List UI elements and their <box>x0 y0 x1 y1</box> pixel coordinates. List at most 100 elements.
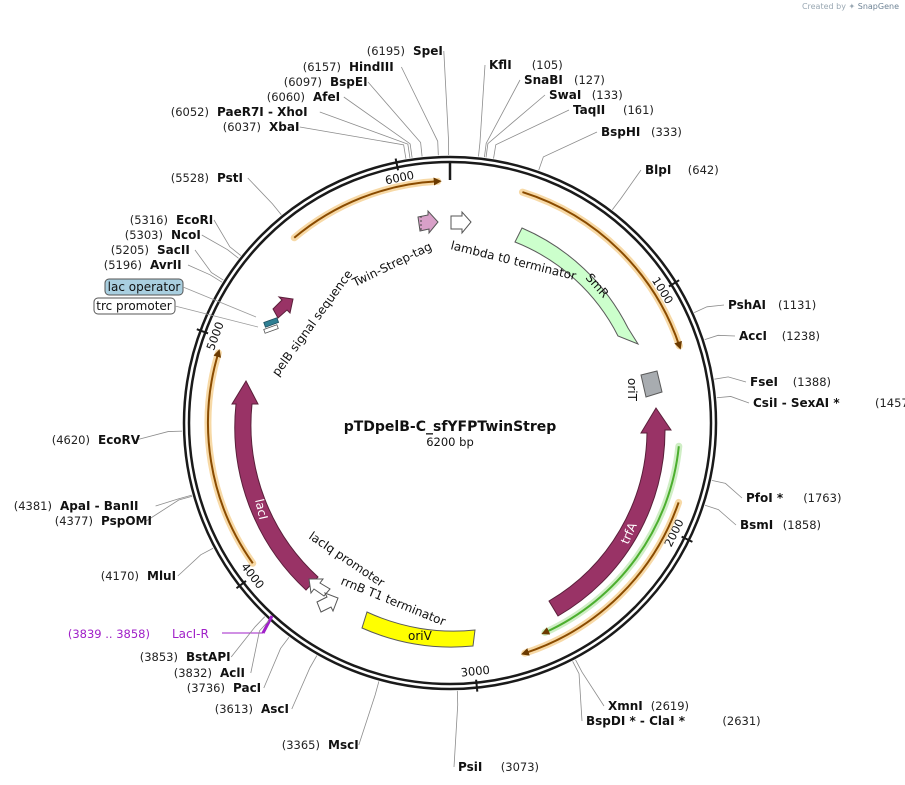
site-position: (5316) <box>130 213 168 227</box>
site-name: MluI <box>147 569 176 583</box>
site-position: (3365) <box>282 738 320 752</box>
feature-oriv <box>361 611 476 648</box>
site-name: BspHI <box>601 125 640 139</box>
plasmid-backbone <box>182 155 718 691</box>
site-name: AccI <box>739 329 767 343</box>
site-leader-line <box>716 396 750 404</box>
site-leader-line <box>538 131 598 171</box>
site-leader-line <box>493 109 570 159</box>
site-leader-line <box>704 334 736 341</box>
site-name: PspOMI <box>101 514 152 528</box>
feature-label-rrnb-t1-terminator: rrnB T1 terminator <box>339 574 448 629</box>
tick-mark <box>394 158 400 171</box>
feature-laci <box>231 379 319 591</box>
site-name: BlpI <box>645 163 671 177</box>
tick-mark <box>196 328 209 335</box>
tick-mark <box>668 279 680 288</box>
orf-arc-top-left-glow <box>290 177 442 242</box>
site-position: (3832) <box>174 666 212 680</box>
primer-mark <box>261 615 274 634</box>
site-name: PsiI <box>458 760 482 774</box>
orf-arc-bottom-right <box>520 502 680 656</box>
site-name: TaqII <box>573 103 605 117</box>
site-name: PshAI <box>728 298 766 312</box>
site-leader-line <box>484 79 521 158</box>
site-leader-line <box>694 304 725 313</box>
site-position: (5196) <box>104 258 142 272</box>
map-center-label: pTDpelB-C_sfYFPTwinStrep 6200 bp <box>344 419 557 449</box>
site-leader-line <box>187 264 223 283</box>
site-name: CsiI - SexAI * <box>753 396 840 410</box>
orf-arcs <box>204 177 683 657</box>
site-position: (6052) <box>171 105 209 119</box>
feature-lambda-t0-terminator <box>450 210 472 235</box>
site-leader-line <box>612 169 642 210</box>
site-leader-line <box>135 430 183 441</box>
site-name: MscI <box>328 738 359 752</box>
trc-promoter-marker <box>263 324 279 334</box>
site-position: (2619) <box>651 699 689 713</box>
site-position: (1238) <box>782 329 820 343</box>
site-leader-line <box>367 81 423 157</box>
site-position: (3073) <box>501 760 539 774</box>
feature-orit <box>640 370 663 398</box>
site-position: (1131) <box>778 298 816 312</box>
site-position: (6060) <box>267 90 305 104</box>
site-leader-line <box>319 111 411 159</box>
site-position: (333) <box>651 125 682 139</box>
site-position: (1457) <box>875 396 905 410</box>
site-leader-line <box>401 66 439 156</box>
site-name: XbaI <box>269 120 299 134</box>
feature-pelb-signal-sequence <box>272 296 294 319</box>
site-position: (4620) <box>52 433 90 447</box>
feature-smr <box>514 227 640 346</box>
site-leader-line <box>572 661 583 722</box>
site-name: PstI <box>217 171 243 185</box>
site-position: (105) <box>532 58 563 72</box>
feature-label-orit: oriT <box>625 378 639 402</box>
backbone-outer-circle <box>182 155 718 691</box>
site-leader-line <box>247 177 282 216</box>
credit-prefix: Created by <box>801 2 846 11</box>
lac-operator-leader <box>182 286 257 318</box>
site-name: PfoI * <box>746 491 784 505</box>
site-position: (1388) <box>793 375 831 389</box>
site-position: (133) <box>592 88 623 102</box>
site-name: PaeR7I - XhoI <box>217 105 308 119</box>
site-leader-line <box>575 659 605 707</box>
site-position: (6157) <box>303 60 341 74</box>
site-leader-line <box>485 94 546 158</box>
site-name: SnaBI <box>524 73 563 87</box>
site-name: FseI <box>750 375 778 389</box>
feature-twin-strep-tag <box>417 209 439 235</box>
site-position: (1763) <box>803 491 841 505</box>
feature-trfa <box>548 407 672 617</box>
site-position: (1858) <box>783 518 821 532</box>
tick-mark <box>681 535 693 543</box>
feature-label-oriv: oriV <box>408 629 433 643</box>
site-name: SacII <box>157 243 190 257</box>
site-leader-line <box>213 219 242 256</box>
lac-operator-label: lac operator <box>108 280 181 294</box>
site-leader-line <box>145 495 193 522</box>
tick-mark <box>475 679 479 692</box>
site-leader-line <box>250 620 270 674</box>
site-leader-line <box>478 64 486 157</box>
site-name: SwaI <box>549 88 581 102</box>
site-leader-line <box>711 480 743 499</box>
site-position: (3736) <box>187 681 225 695</box>
site-leader-line <box>299 126 407 159</box>
site-position: (3853) <box>140 650 178 664</box>
site-leader-line <box>201 234 239 259</box>
site-name: AscI <box>261 702 289 716</box>
primer-name: LacI-R <box>172 627 209 641</box>
site-leader-line <box>291 655 318 710</box>
site-leader-line <box>358 681 380 746</box>
trc-promoter-label: trc promoter <box>96 299 172 313</box>
site-leader-line <box>453 690 459 768</box>
feature-laciq-promoter <box>308 578 331 597</box>
site-position: (5528) <box>171 171 209 185</box>
site-name: AvrII <box>150 258 182 272</box>
boxed-feature-labels: lac operator trc promoter <box>93 278 259 328</box>
site-name: PacI <box>233 681 261 695</box>
